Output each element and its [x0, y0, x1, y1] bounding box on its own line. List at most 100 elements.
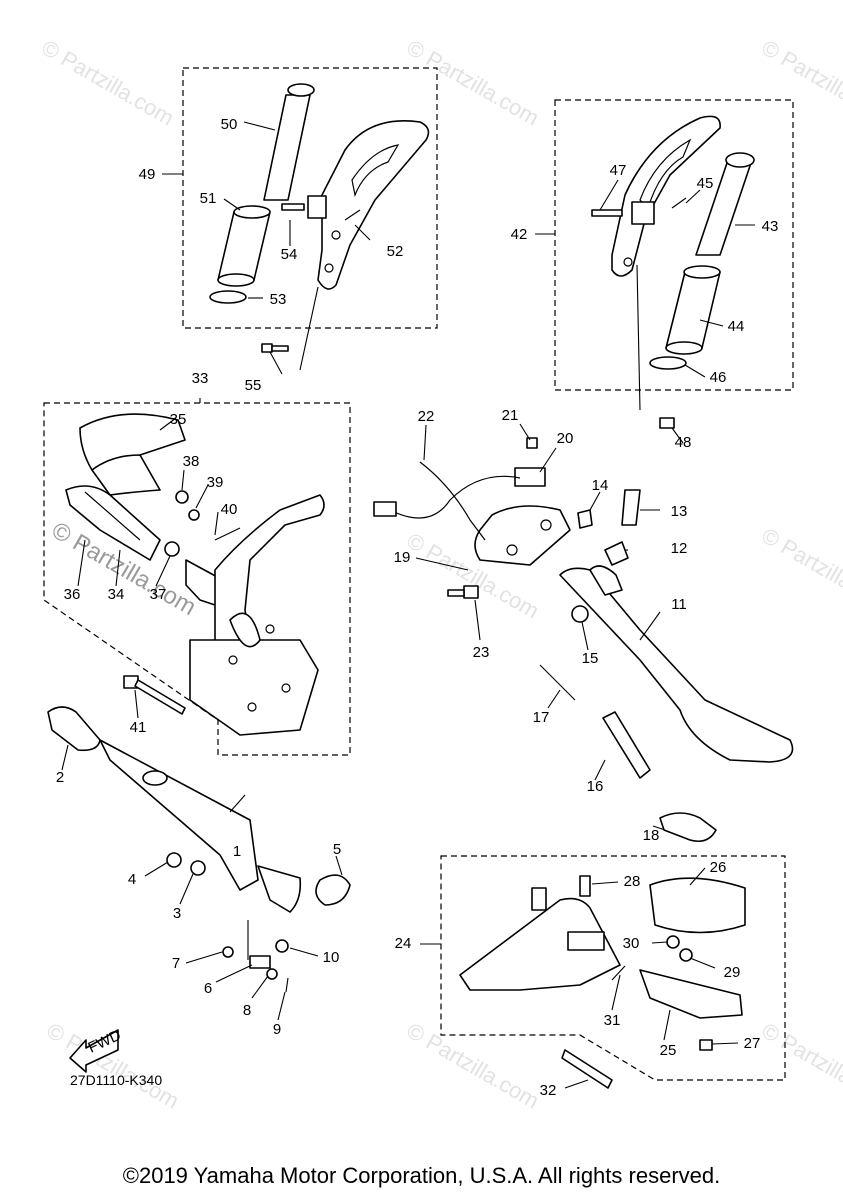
pedal-arm-ring [142, 770, 168, 786]
bracket-49-slot [351, 144, 400, 198]
bracket-42-hole [623, 257, 633, 267]
clevis-6 [249, 955, 271, 969]
cotter-52 [344, 209, 361, 221]
bolt-7 [222, 946, 234, 958]
sidestand-11-head [589, 565, 623, 596]
rubber-51 [217, 211, 271, 281]
watermark-middle-right: © Partzilla.com [758, 523, 843, 619]
callout-53: 53 [270, 291, 287, 308]
washer-3 [190, 860, 206, 876]
washer-53 [209, 290, 247, 304]
bracket-49-hole [331, 230, 341, 240]
assembly-49 [209, 83, 430, 353]
callout-40: 40 [221, 501, 238, 518]
callout-45: 45 [697, 175, 714, 192]
callout-14: 14 [592, 477, 609, 494]
nut-15 [571, 605, 589, 623]
nut-27 [699, 1039, 713, 1051]
pedal-rubber-2 [47, 706, 101, 752]
callout-21: 21 [502, 407, 519, 424]
leader-lines [61, 121, 755, 1089]
bolt-48 [659, 417, 675, 429]
sidestand-11 [559, 567, 794, 763]
group-box-33 [43, 402, 351, 756]
bolt-32 [561, 1049, 613, 1089]
watermark-top-right: © Partzilla.com [758, 35, 843, 131]
bracket-42-slot [639, 138, 692, 210]
footrest-plate-24 [459, 897, 621, 991]
switch-hole-2 [506, 544, 518, 556]
switch-hole [540, 519, 552, 531]
cotter-45 [671, 197, 687, 209]
bolt-23-head [463, 585, 479, 599]
assembly-24 [459, 875, 746, 1089]
plate-hole-3 [281, 683, 291, 693]
spring-29 [679, 948, 693, 962]
pin-50-head [287, 83, 315, 97]
callout-44: 44 [728, 318, 745, 335]
cover-18 [659, 812, 717, 843]
callout-12: 12 [671, 540, 688, 557]
callout-11: 11 [671, 596, 687, 613]
bracket-12 [604, 541, 629, 566]
washer-46 [649, 356, 687, 370]
assembly-sidestand [373, 437, 794, 843]
callout-46: 46 [710, 369, 727, 386]
pin-37 [164, 541, 180, 557]
callout-7: 7 [172, 955, 180, 972]
bracket-49 [317, 120, 430, 290]
callout-5: 5 [333, 841, 341, 858]
callout-32: 32 [540, 1082, 557, 1099]
wire-harness [389, 475, 521, 519]
callout-52: 52 [387, 243, 404, 260]
bracket-49-hole-2 [324, 263, 334, 273]
callout-34: 34 [108, 586, 125, 603]
callout-50: 50 [221, 116, 238, 133]
assembly-33 [65, 413, 325, 736]
nut-14 [577, 509, 593, 529]
pedal-pivot-1 [257, 865, 302, 913]
callout-48: 48 [675, 434, 692, 451]
pivot-block-49 [307, 195, 327, 219]
callout-1: 1 [233, 843, 241, 860]
callout-3: 3 [173, 905, 181, 922]
footrest-plate-33 [189, 639, 319, 736]
callout-51: 51 [200, 190, 217, 207]
plate-hole-2 [228, 655, 238, 665]
rubber-44-top [683, 265, 721, 279]
callout-36: 36 [64, 586, 81, 603]
footrest-34-rib [84, 491, 141, 541]
group-box-24 [440, 855, 786, 1081]
group-box-42 [554, 99, 794, 391]
pedal-arm-1 [99, 739, 259, 891]
callout-41: 41 [130, 719, 147, 736]
callout-24: 24 [395, 935, 412, 952]
cotter-31 [611, 965, 626, 981]
callout-16: 16 [587, 778, 604, 795]
parts-diagram: © Partzilla.com © Partzilla.com © Partzi… [38, 35, 843, 1114]
drawing-code: 27D1110-K340 [70, 1072, 162, 1088]
callout-25: 25 [660, 1042, 677, 1059]
washer-4 [166, 852, 182, 868]
spring-38 [175, 490, 189, 504]
callout-9: 9 [273, 1021, 281, 1038]
callout-19: 19 [394, 549, 411, 566]
footrest-rubber-26 [649, 877, 746, 934]
callout-43: 43 [762, 218, 779, 235]
callout-39: 39 [207, 474, 224, 491]
rubber-51-bottom [217, 273, 255, 287]
bolt-13 [621, 489, 641, 526]
bolt-23-shank [447, 589, 465, 597]
plate-hole-1 [265, 624, 275, 634]
callout-30: 30 [623, 935, 640, 952]
callout-6: 6 [204, 980, 212, 997]
callout-49: 49 [139, 166, 156, 183]
bolt-55-head [261, 343, 273, 353]
plate-hole-4 [247, 702, 257, 712]
pin-50 [263, 94, 311, 201]
callouts: 1 2 3 4 5 6 7 8 9 10 11 12 13 14 15 16 1… [56, 116, 779, 1099]
cable-22 [419, 461, 486, 541]
callout-23: 23 [473, 644, 490, 661]
footrest-rubber-35-side [91, 454, 161, 496]
spring-5 [315, 874, 351, 906]
